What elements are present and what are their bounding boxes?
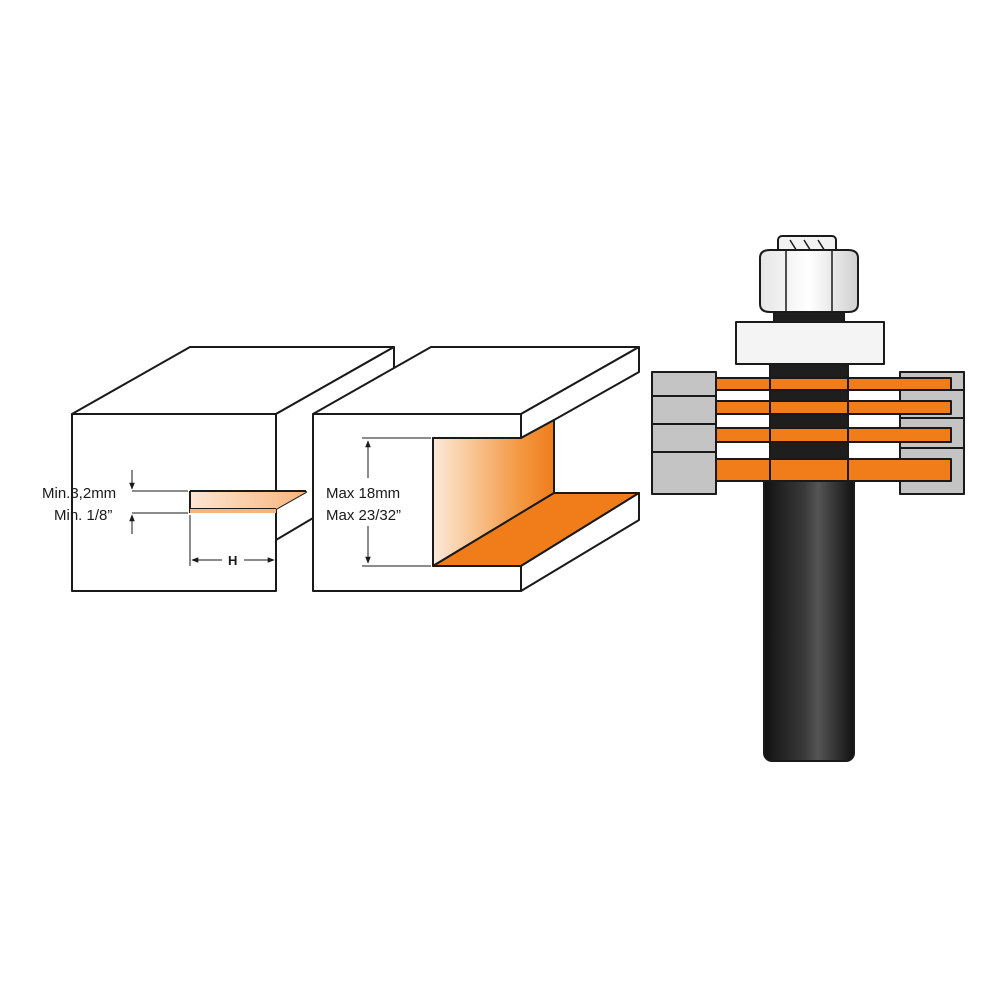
- depth-h-label: H: [228, 553, 237, 568]
- grooved-board-right-top: [520, 346, 640, 439]
- shank: [763, 469, 855, 762]
- slot-floor: [190, 509, 276, 513]
- router-bit: [651, 235, 965, 762]
- grooved-board-right-bottom: [520, 492, 640, 592]
- depth-dimension: [189, 515, 277, 566]
- slot-min-mm-label: Min.3,2mm: [42, 485, 116, 502]
- slot-min-in-label: Min. 1/8”: [54, 507, 112, 524]
- slotted-board-front: [71, 413, 277, 592]
- hex-nut: [759, 249, 859, 313]
- slot-thickness-dimension: [129, 470, 188, 534]
- slot-cut-side: [190, 492, 306, 509]
- grooved-board: [312, 346, 640, 592]
- washer: [735, 321, 885, 365]
- board-max-in-label: Max 23/32”: [326, 507, 401, 524]
- board-thickness-dimension: [362, 437, 431, 567]
- board-max-mm-label: Max 18mm: [326, 485, 400, 502]
